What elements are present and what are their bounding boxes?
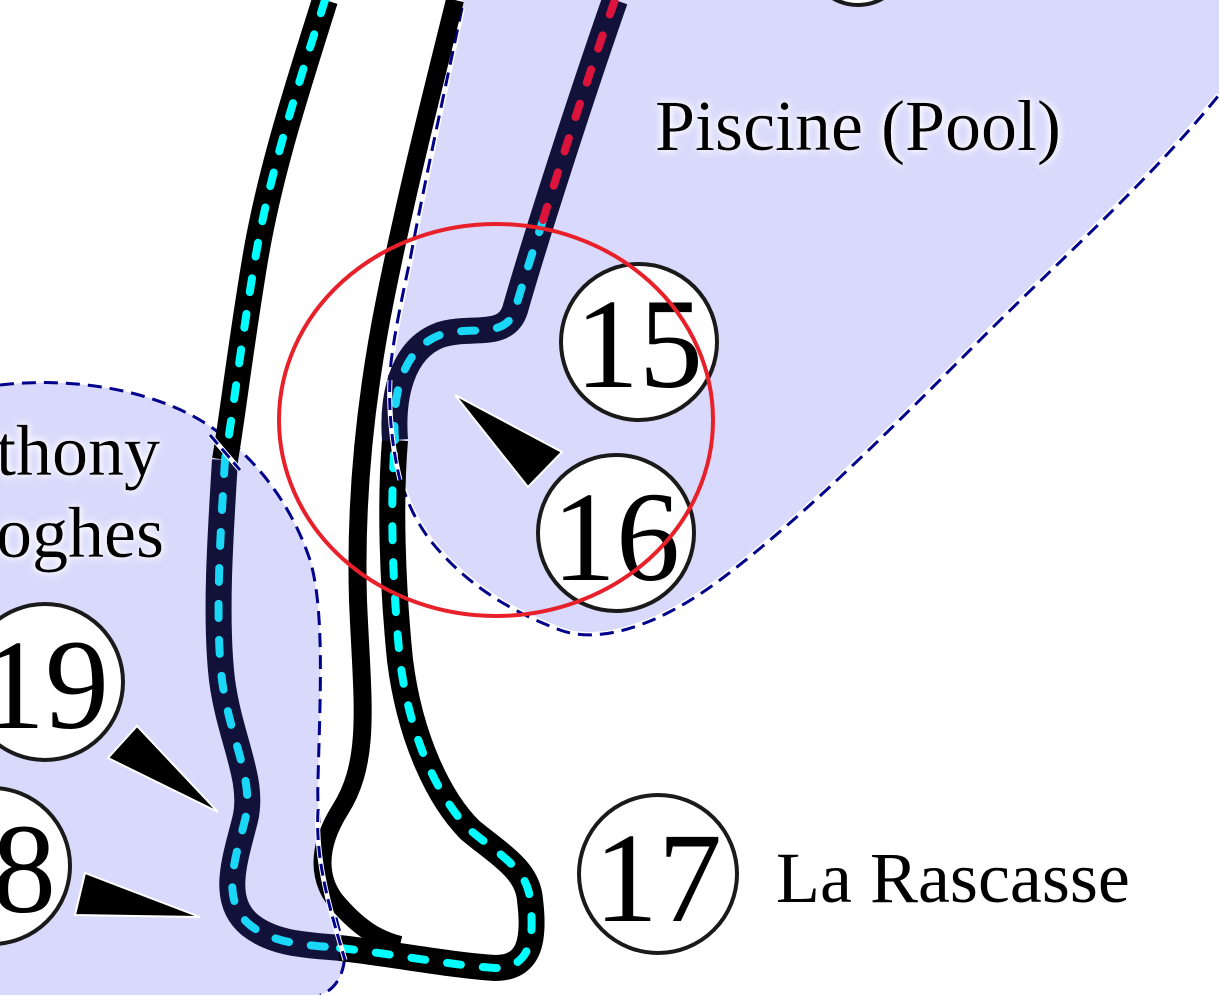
pool-label: Piscine (Pool): [655, 86, 1061, 166]
noghes-zone: [0, 382, 345, 995]
noghes-zone-border: [0, 381, 347, 995]
corner-18-number: 18: [0, 798, 56, 940]
corner-18-pointer-icon: [73, 871, 201, 918]
corner-19-number: 19: [0, 614, 109, 756]
track-left-navy: [205, 459, 342, 961]
corner-16-number: 16: [552, 466, 680, 608]
track-inner-line: [313, 0, 464, 954]
corner-18: 18: [0, 786, 72, 946]
corner-17: 17: [577, 793, 739, 955]
corner-16-pointer-icon: [454, 394, 564, 489]
corner-15: 15: [559, 262, 719, 422]
noghes-label-line1: thony: [0, 411, 160, 491]
track-left-outer: [212, 0, 338, 463]
noghes-label-line2: oghes: [0, 493, 164, 573]
corner-15-number: 15: [575, 273, 703, 415]
corner-19-pointer-icon: [106, 724, 219, 813]
highlight-circle: [277, 222, 715, 618]
corner-17-number: 17: [594, 807, 722, 949]
corner-marker-partial: [831, 0, 885, 7]
rascasse-label: La Rascasse: [776, 838, 1130, 918]
track-red-dashes: [539, 0, 619, 224]
corner-16: 16: [536, 453, 696, 613]
corner-19: 19: [0, 602, 125, 762]
